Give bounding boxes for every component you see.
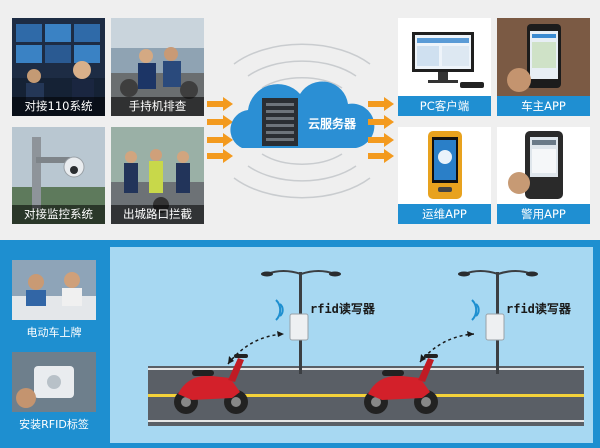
rfid-reader-1	[275, 299, 309, 341]
rfid-reader-2	[471, 299, 505, 341]
tile-pc: PC客户端	[398, 18, 491, 116]
scooter-2	[364, 354, 438, 414]
tile-owner-app: 车主APP	[497, 18, 590, 116]
tile-label: 对接监控系统	[12, 205, 105, 224]
signal-links	[227, 331, 475, 365]
registration-label: 电动车上牌	[26, 326, 82, 339]
tile-label: 运维APP	[398, 204, 491, 224]
tile-label: 警用APP	[497, 204, 590, 224]
rugged-handheld-icon	[428, 131, 462, 199]
tile-label: 出城路口拦截	[111, 205, 204, 224]
tile-police-app: 警用APP	[497, 127, 590, 224]
tile-roadblock: 出城路口拦截	[111, 127, 204, 224]
rfid-install-photo	[12, 352, 96, 412]
registration-photo	[12, 260, 96, 320]
arrow-group-left	[207, 97, 233, 163]
tile-label: 车主APP	[497, 96, 590, 116]
tile-surveillance: 对接监控系统	[12, 127, 105, 224]
tile-label: PC客户端	[398, 96, 491, 116]
cloud-server-graphic	[230, 43, 375, 199]
phone-app-icon	[497, 18, 590, 96]
arrow-group-right	[368, 97, 394, 163]
tile-label: 手持机排查	[111, 97, 204, 116]
tile-handheld: 手持机排查	[111, 18, 204, 116]
tile-label: 对接110系统	[12, 97, 105, 116]
cloud-label: 云服务器	[308, 117, 357, 131]
police-handheld-icon	[508, 131, 563, 199]
tile-ops-app: 运维APP	[398, 127, 491, 224]
rfid-reader-label-1: rfid读写器	[310, 302, 375, 316]
rfid-reader-label-2: rfid读写器	[506, 302, 571, 316]
tile-110: 对接110系统	[12, 18, 105, 116]
rfid-install-label: 安装RFID标签	[19, 418, 89, 431]
scooter-1	[174, 354, 248, 414]
pc-monitor-icon	[412, 32, 484, 88]
